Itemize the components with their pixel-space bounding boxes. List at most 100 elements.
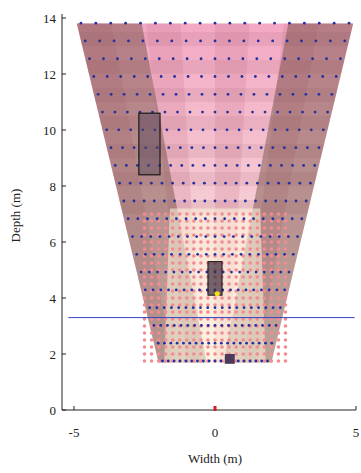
blue-dot (245, 182, 248, 185)
blue-dot (124, 22, 127, 25)
blue-dot (241, 324, 244, 327)
red-dot (234, 254, 238, 258)
blue-dot (288, 22, 291, 25)
blue-dot (183, 288, 186, 291)
red-dot (213, 212, 217, 216)
red-dot (270, 345, 274, 349)
red-dot (199, 240, 203, 244)
red-dot (192, 345, 196, 349)
blue-dot (193, 200, 196, 203)
red-dot (284, 296, 288, 300)
red-dot (263, 212, 267, 216)
blue-dot (254, 324, 257, 327)
red-dot (263, 303, 267, 307)
red-dot (185, 226, 189, 230)
blue-dot (236, 164, 239, 167)
red-dot (227, 226, 231, 230)
red-dot (284, 324, 288, 328)
red-dot (263, 261, 267, 265)
blue-dot (322, 128, 325, 131)
red-dot (150, 212, 154, 216)
y-axis-title: Depth (m) (10, 188, 23, 242)
blue-dot (133, 75, 136, 78)
blue-dot (242, 40, 245, 43)
blue-dot (168, 235, 171, 238)
blue-dot (207, 342, 210, 345)
blue-dot (173, 360, 176, 363)
red-dot (270, 261, 274, 265)
blue-dot (238, 271, 241, 274)
red-dot (192, 324, 196, 328)
blue-dot (193, 324, 196, 327)
blue-dot (305, 93, 308, 96)
blue-dot (306, 146, 309, 149)
red-dot (234, 338, 238, 342)
blue-dot (194, 217, 197, 220)
red-dot (143, 247, 147, 251)
blue-dot (173, 200, 176, 203)
blue-dot (176, 111, 179, 114)
red-dot (206, 310, 210, 314)
red-dot (284, 338, 288, 342)
blue-dot (167, 360, 170, 363)
red-dot (241, 352, 245, 356)
blue-dot (206, 306, 209, 309)
red-dot (241, 296, 245, 300)
red-dot (241, 261, 245, 265)
blue-dot (329, 40, 332, 43)
blue-dot (214, 342, 217, 345)
red-dot (143, 345, 147, 349)
blue-dot (179, 253, 182, 256)
red-dot (234, 261, 238, 265)
blue-dot (156, 217, 159, 220)
blue-dot (182, 182, 185, 185)
blue-dot (251, 111, 254, 114)
red-dot (213, 240, 217, 244)
y-tick (62, 130, 66, 131)
blue-dot (135, 253, 138, 256)
blue-dot (172, 57, 175, 60)
blue-dot (284, 200, 287, 203)
blue-dot (136, 93, 139, 96)
blue-dot (243, 306, 246, 309)
blue-dot (131, 235, 134, 238)
blue-dot (170, 306, 173, 309)
blue-dot (207, 324, 210, 327)
blue-dot (280, 164, 283, 167)
blue-dot (252, 217, 255, 220)
blue-dot (170, 40, 173, 43)
blue-dot (214, 360, 217, 363)
blue-dot (188, 253, 191, 256)
blue-dot (264, 200, 267, 203)
red-dot (248, 296, 252, 300)
red-dot (178, 303, 182, 307)
red-dot (143, 303, 147, 307)
red-dot (178, 352, 182, 356)
blue-dot (266, 360, 269, 363)
blue-dot (235, 306, 238, 309)
blue-dot (279, 93, 282, 96)
red-dot (220, 345, 224, 349)
red-dot (248, 282, 252, 286)
blue-dot (239, 111, 242, 114)
y-tick (62, 242, 66, 243)
red-dot (241, 324, 245, 328)
blue-dot (195, 235, 198, 238)
blue-dot (283, 288, 286, 291)
red-dot (241, 240, 245, 244)
red-dot (143, 324, 147, 328)
blue-dot (254, 360, 257, 363)
blue-dot (325, 57, 328, 60)
red-dot (192, 233, 196, 237)
red-dot (227, 219, 231, 223)
red-dot (263, 282, 267, 286)
blue-dot (286, 40, 289, 43)
blue-dot (288, 271, 291, 274)
red-dot (150, 296, 154, 300)
blue-dot (149, 235, 152, 238)
blue-dot (97, 93, 100, 96)
blue-dot (173, 324, 176, 327)
blue-dot (314, 111, 317, 114)
red-dot (157, 261, 161, 265)
red-dot (263, 345, 267, 349)
